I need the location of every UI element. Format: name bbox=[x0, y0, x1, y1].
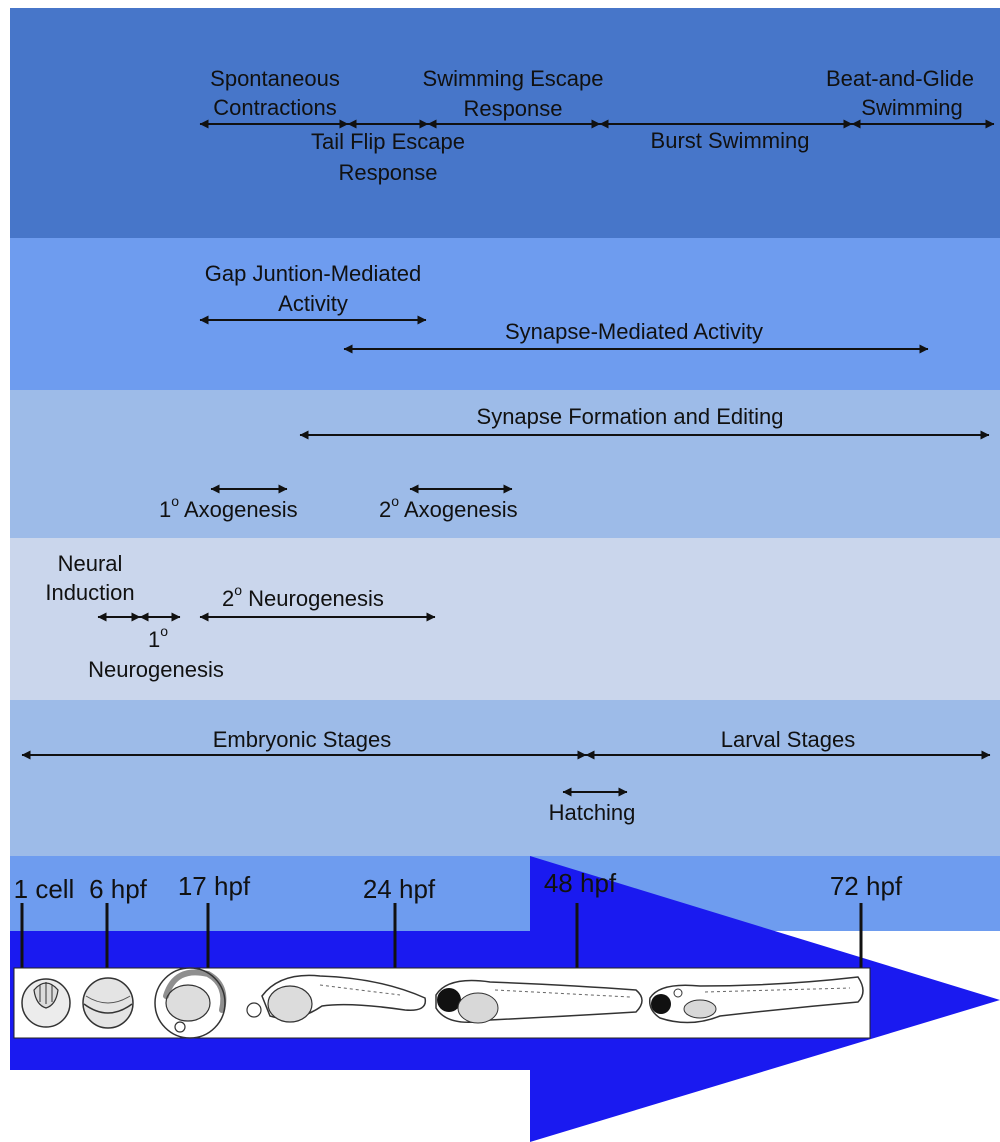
label-spontaneous-contractions-2: Contractions bbox=[213, 95, 337, 120]
label-swimming-escape-1: Swimming Escape bbox=[423, 66, 604, 91]
time-label-72-hpf: 72 hpf bbox=[830, 871, 903, 901]
band-stages bbox=[10, 700, 1000, 856]
label-spontaneous-contractions-1: Spontaneous bbox=[210, 66, 340, 91]
embryo-24-hpf-illustration bbox=[246, 974, 427, 1023]
label-gap-junction-1: Gap Juntion-Mediated bbox=[205, 261, 421, 286]
embryo-17-hpf-illustration bbox=[154, 967, 227, 1039]
label-gap-junction-2: Activity bbox=[278, 291, 348, 316]
label-primary-neurogenesis-num: 1o bbox=[148, 623, 168, 652]
label-primary-axogenesis: 1o Axogenesis bbox=[159, 493, 298, 522]
label-burst-swimming: Burst Swimming bbox=[651, 128, 810, 153]
time-label-6-hpf: 6 hpf bbox=[89, 874, 148, 904]
time-label-24-hpf: 24 hpf bbox=[363, 874, 436, 904]
time-label-1-cell: 1 cell bbox=[14, 874, 75, 904]
label-secondary-neurogenesis: 2o Neurogenesis bbox=[222, 582, 384, 611]
label-neural-induction-1: Neural bbox=[58, 551, 123, 576]
label-beat-and-glide-1: Beat-and-Glide bbox=[826, 66, 974, 91]
band-activity bbox=[10, 238, 1000, 390]
label-embryonic-stages: Embryonic Stages bbox=[213, 727, 392, 752]
time-band-overlay bbox=[10, 856, 530, 931]
time-label-48-hpf: 48 hpf bbox=[544, 868, 617, 898]
label-hatching: Hatching bbox=[549, 800, 636, 825]
time-label-17-hpf: 17 hpf bbox=[178, 871, 251, 901]
label-tail-flip-escape-1: Tail Flip Escape bbox=[311, 129, 465, 154]
embryo-1-cell-illustration bbox=[21, 978, 71, 1028]
label-neural-induction-2: Induction bbox=[45, 580, 134, 605]
label-beat-and-glide-2: Swimming bbox=[861, 95, 962, 120]
label-swimming-escape-2: Response bbox=[463, 96, 562, 121]
band-synapse bbox=[10, 390, 1000, 538]
label-synapse-mediated-activity: Synapse-Mediated Activity bbox=[505, 319, 763, 344]
label-secondary-axogenesis: 2o Axogenesis bbox=[379, 493, 518, 522]
label-larval-stages: Larval Stages bbox=[721, 727, 856, 752]
label-synapse-formation: Synapse Formation and Editing bbox=[477, 404, 784, 429]
larva-48-hpf-illustration bbox=[435, 979, 643, 1024]
embryo-6-hpf-illustration bbox=[82, 977, 134, 1029]
larva-72-hpf-illustration bbox=[648, 976, 864, 1024]
label-tail-flip-escape-2: Response bbox=[338, 160, 437, 185]
label-primary-neurogenesis: Neurogenesis bbox=[88, 657, 224, 682]
